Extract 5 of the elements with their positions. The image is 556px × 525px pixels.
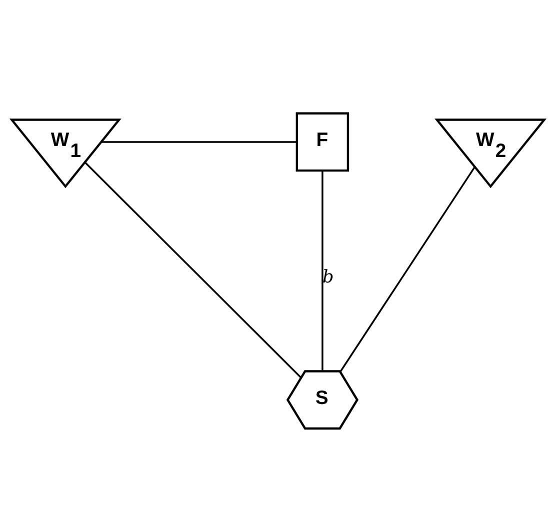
node-box: F xyxy=(296,112,350,172)
connector xyxy=(322,170,324,371)
connector xyxy=(101,140,297,142)
connector xyxy=(84,161,302,378)
connector xyxy=(340,166,476,372)
